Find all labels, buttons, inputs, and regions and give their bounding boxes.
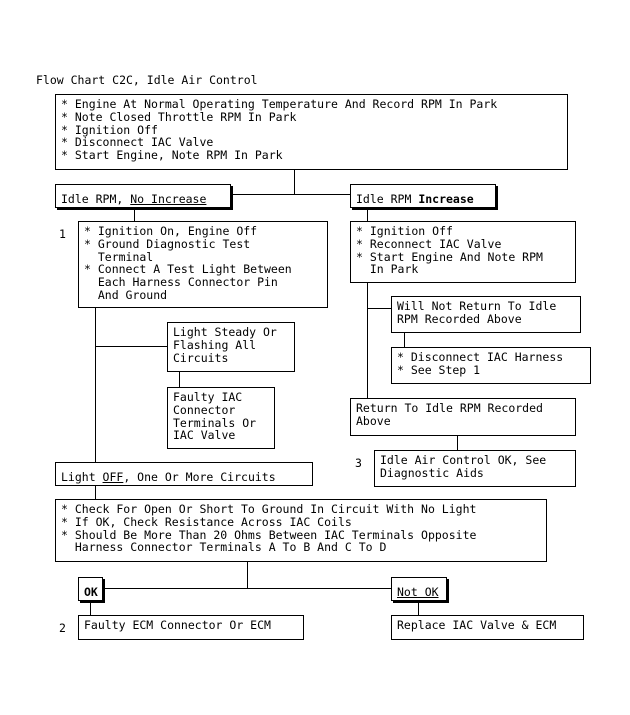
branch-increase-emph: Increase [418,192,474,206]
right-step-box: * Ignition Off * Reconnect IAC Valve * S… [350,221,576,283]
branch-no-increase-prefix: Idle RPM, [61,192,131,206]
branch-increase-prefix: Idle RPM [356,192,419,206]
light-steady-line-2: Flashing All [173,337,257,352]
return-to-idle-line-2: Above [356,413,391,428]
connector-line [367,283,368,398]
branch-no-increase: Idle RPM, No Increase [55,184,231,208]
faulty-iac-line-1: Faulty IAC [173,390,243,404]
not-ok-label-box: Not OK [391,577,447,601]
light-off-emph: OFF [102,470,124,484]
step1-box: * Ignition On, Engine Off * Ground Diagn… [78,221,328,308]
ok-label-box: OK [78,577,103,601]
top-step-box: * Engine At Normal Operating Temperature… [55,94,568,170]
iac-ok-box: Idle Air Control OK, See Diagnostic Aids [374,450,576,487]
step1-line-2: * Ground Diagnostic Test [84,236,251,251]
light-steady-line-1: Light Steady Or [173,325,277,339]
will-not-return-box: Will Not Return To Idle RPM Recorded Abo… [391,296,581,333]
connector-line [90,601,91,615]
top-line-5: * Start Engine, Note RPM In Park [61,148,283,163]
check-line-1: * Check For Open Or Short To Ground In C… [61,502,477,516]
check-line-3: * Should Be More Than 20 Ohms Between IA… [61,527,477,542]
light-steady-box: Light Steady Or Flashing All Circuits [167,322,295,372]
connector-line [95,308,96,462]
faulty-ecm-box: Faulty ECM Connector Or ECM [78,615,304,640]
connector-line [231,194,350,195]
step1-line-3: Terminal [84,249,154,264]
connector-line [404,333,405,347]
light-off-prefix: Light [61,470,103,484]
will-not-return-line-1: Will Not Return To Idle [397,299,557,313]
connector-line [418,601,419,615]
right-step-line-1: * Ignition Off [356,224,453,238]
connector-line [247,562,248,588]
light-steady-line-3: Circuits [173,350,229,365]
step1-line-6: And Ground [84,287,168,302]
faulty-iac-box: Faulty IAC Connector Terminals Or IAC Va… [167,387,275,449]
top-line-4: * Disconnect IAC Valve [61,135,214,150]
step1-line-5: Each Harness Connector Pin [84,275,278,290]
faulty-iac-line-2: Connector [173,402,236,417]
branch-no-increase-emph: No Increase [130,192,207,206]
disconnect-harness-line-2: * See Step 1 [397,362,481,377]
top-line-1: * Engine At Normal Operating Temperature… [61,97,498,111]
step-number-2: 2 [59,621,66,635]
page-title: Flow Chart C2C, Idle Air Control [36,73,258,87]
connector-line [103,588,391,589]
connector-line [95,346,167,347]
disconnect-harness-box: * Disconnect IAC Harness * See Step 1 [391,347,591,384]
connector-line [134,208,135,221]
right-step-line-2: * Reconnect IAC Valve [356,236,502,251]
replace-iac-text: Replace IAC Valve & ECM [397,618,557,632]
check-box: * Check For Open Or Short To Ground In C… [55,499,547,562]
connector-line [367,308,391,309]
iac-ok-line-2: Diagnostic Aids [380,465,484,480]
step1-line-4: * Connect A Test Light Between [84,262,292,277]
connector-line [294,170,295,194]
right-step-line-4: In Park [356,262,419,277]
branch-increase: Idle RPM Increase [350,184,496,208]
faulty-iac-line-3: Terminals Or [173,415,257,430]
connector-line [179,372,180,387]
connector-line [95,486,96,499]
top-line-3: * Ignition Off [61,122,158,137]
connector-line [457,436,458,450]
connector-line [367,208,368,221]
will-not-return-line-2: RPM Recorded Above [397,311,522,326]
check-line-4: Harness Connector Terminals A To B And C… [61,540,387,555]
step-number-1: 1 [59,227,66,241]
disconnect-harness-line-1: * Disconnect IAC Harness [397,350,564,364]
faulty-ecm-text: Faulty ECM Connector Or ECM [84,618,271,632]
replace-iac-box: Replace IAC Valve & ECM [391,615,584,640]
check-line-2: * If OK, Check Resistance Across IAC Coi… [61,514,352,529]
right-step-line-3: * Start Engine And Note RPM [356,249,543,264]
ok-label: OK [84,585,98,599]
light-off-suffix: , One Or More Circuits [123,470,276,484]
not-ok-label: Not OK [397,585,439,599]
iac-ok-line-1: Idle Air Control OK, See [380,453,547,467]
step-number-3: 3 [355,456,362,470]
faulty-iac-line-4: IAC Valve [173,428,236,443]
light-off-box: Light OFF, One Or More Circuits [55,462,313,486]
return-to-idle-box: Return To Idle RPM Recorded Above [350,398,576,436]
return-to-idle-line-1: Return To Idle RPM Recorded [356,401,543,415]
step1-line-1: * Ignition On, Engine Off [84,224,258,238]
top-line-2: * Note Closed Throttle RPM In Park [61,109,297,124]
